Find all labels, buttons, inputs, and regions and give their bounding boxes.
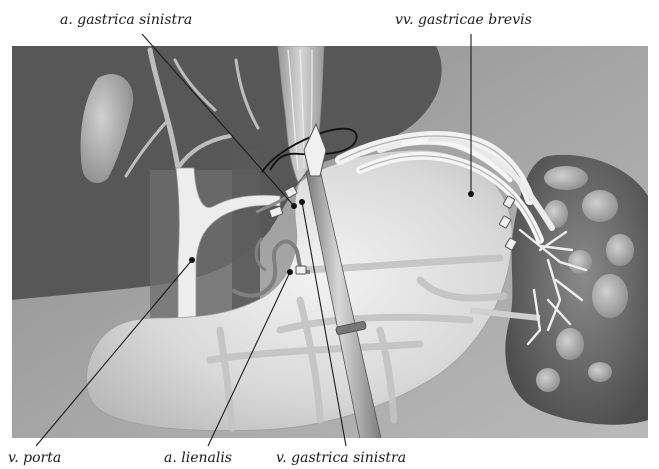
label-a-lienalis: a. lienalis [164,450,232,466]
label-vv-gastricae-brevis: vv. gastricae brevis [395,12,532,28]
label-a-gastrica-sinistra: a. gastrica sinistra [60,12,192,28]
label-v-gastrica-sinistra: v. gastrica sinistra [276,450,406,466]
label-v-porta: v. porta [8,450,61,466]
